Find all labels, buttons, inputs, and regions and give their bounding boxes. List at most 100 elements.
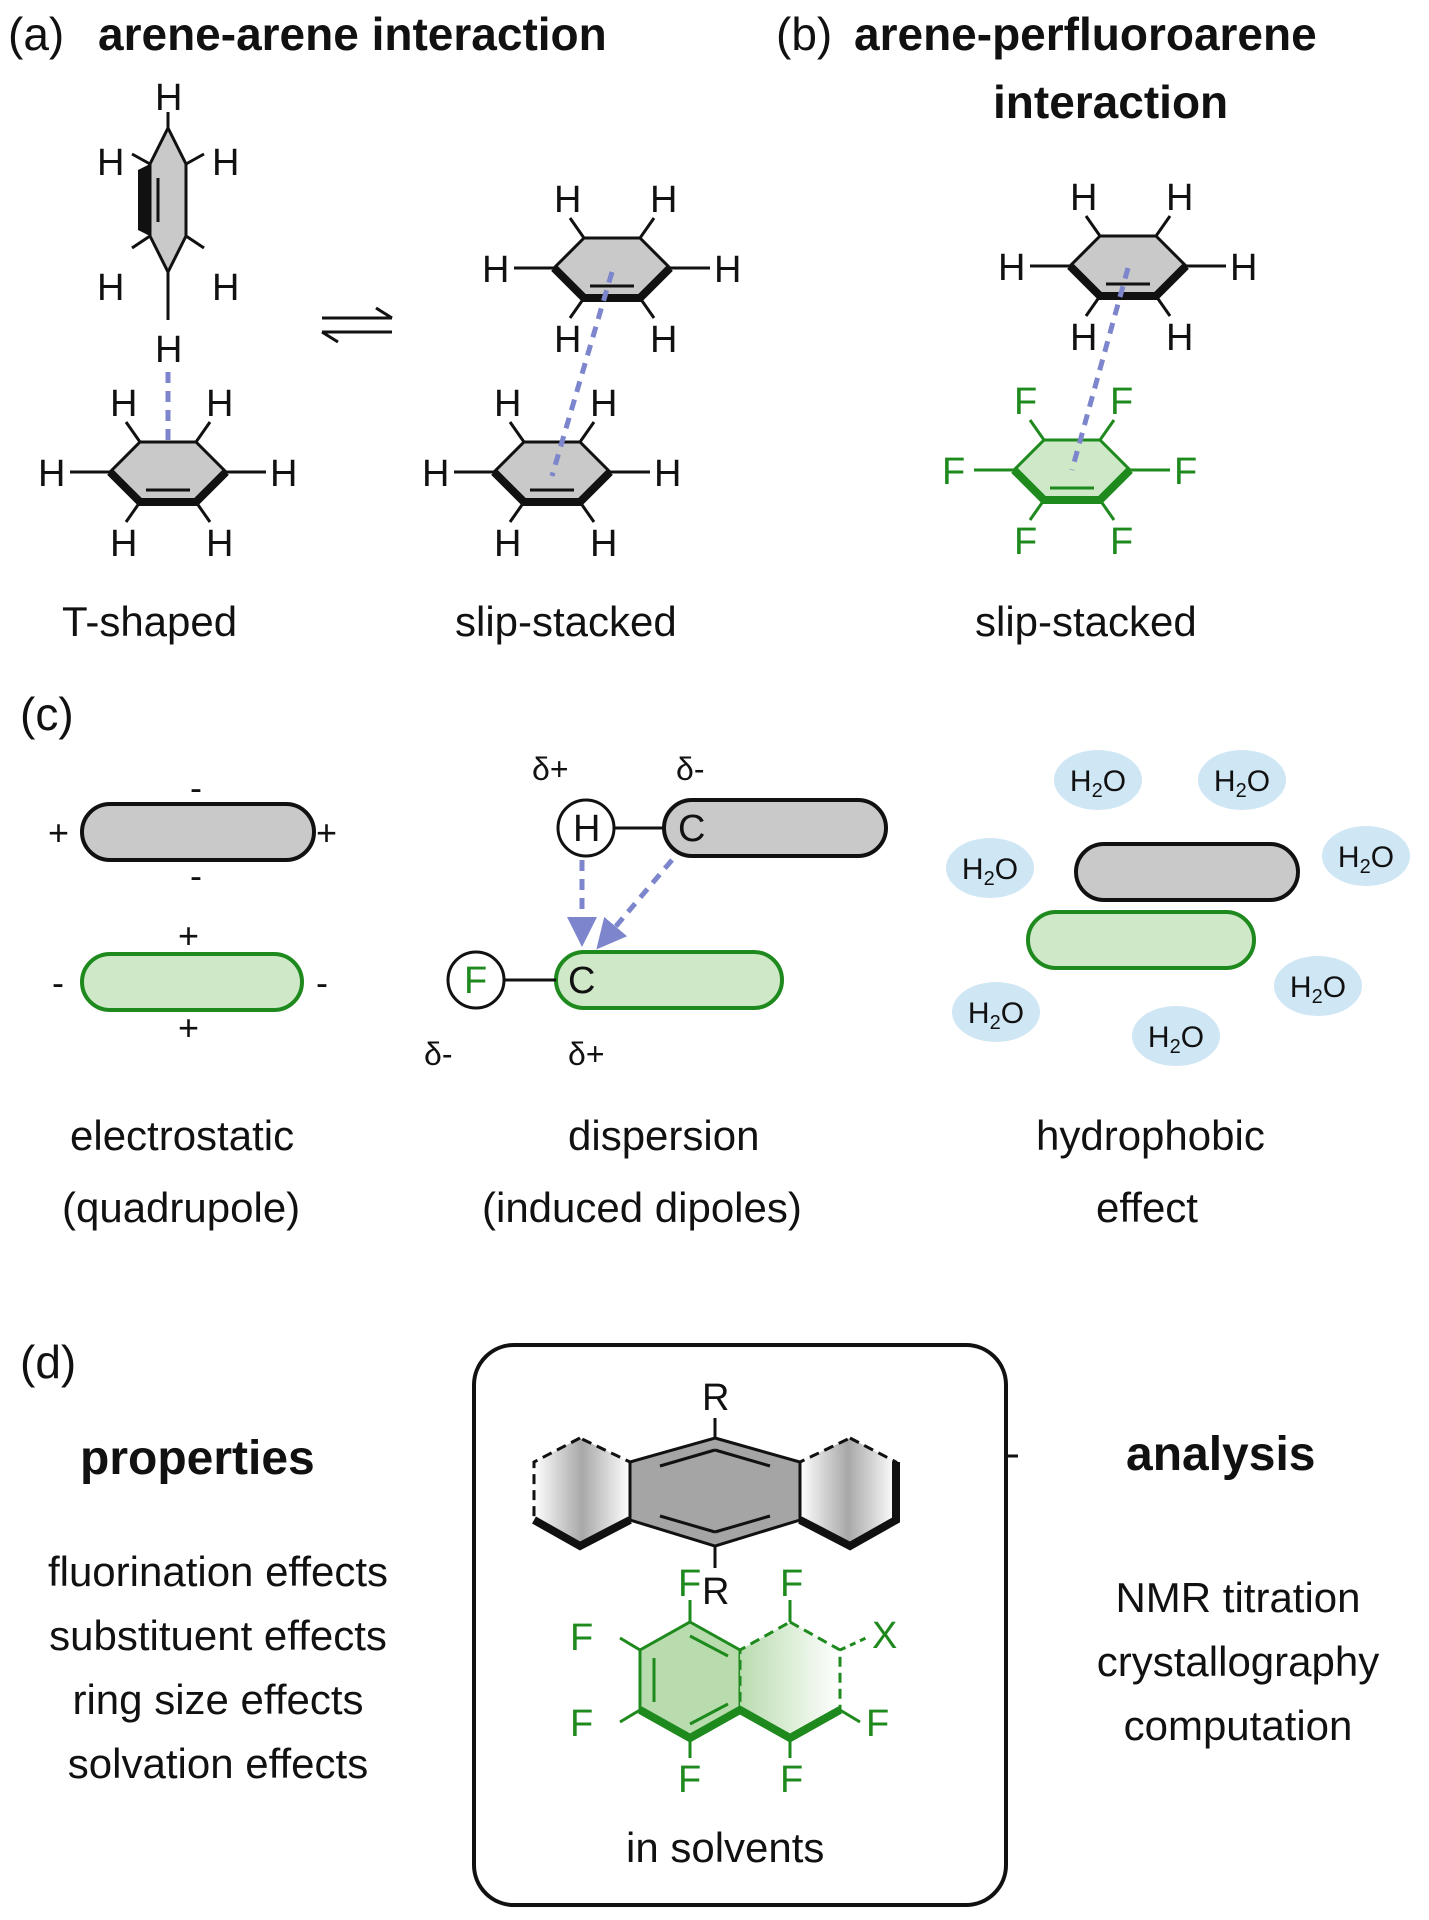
atom-f: F [780, 1759, 803, 1801]
atom-h: H [206, 523, 233, 565]
property-item: ring size effects [72, 1676, 363, 1723]
substituent-bond [1028, 419, 1046, 441]
analysis-item: crystallography [1097, 1638, 1379, 1685]
atom-f: F [1174, 451, 1197, 493]
water-molecule: H2O [1274, 956, 1362, 1016]
atom-r: R [702, 1571, 729, 1613]
bold-front-edge [1011, 467, 1133, 504]
quadrupole-diagram: + + - - - - + + [48, 767, 337, 1048]
atom-f: F [1014, 521, 1037, 563]
substituent-bond [508, 501, 526, 523]
x-bond [839, 1636, 867, 1652]
anthracene-core: R R [532, 1377, 900, 1613]
panel-c-letter: (c) [20, 688, 74, 740]
atom-r: R [702, 1377, 729, 1419]
substituent-bond [1154, 295, 1172, 317]
atom-h: H [206, 383, 233, 425]
double-bond [689, 1702, 729, 1726]
substituent-bond [1098, 419, 1116, 441]
bond [185, 152, 205, 166]
properties-title: properties [80, 1432, 315, 1485]
atom-h: H [998, 247, 1025, 289]
water-molecule: H2O [1054, 750, 1142, 810]
bond [185, 234, 205, 250]
atom-h: H [97, 267, 124, 309]
electrostatic-label-line1: electrostatic [70, 1112, 294, 1159]
atom-h: H [482, 249, 509, 291]
atom-h: H [212, 142, 239, 184]
atom-c: C [568, 960, 595, 1002]
bold-front-edge [532, 1516, 632, 1551]
atom-f: F [678, 1563, 701, 1605]
atom-h: H [650, 179, 677, 221]
charge-plus: + [178, 1007, 199, 1048]
atom-h: H [110, 383, 137, 425]
hydrophobic-label-line1: hydrophobic [1036, 1112, 1265, 1159]
water-molecule: H2O [946, 838, 1034, 898]
panel-b-title-line1: arene-perfluoroarene [854, 8, 1317, 60]
f-bond [619, 1708, 641, 1724]
atom-h: H [554, 319, 581, 361]
atom-h: H [494, 523, 521, 565]
water-label: H2O [962, 853, 1018, 890]
perfluoroarene-slab [1026, 910, 1256, 970]
atom-f: F [780, 1563, 803, 1605]
analysis-title: analysis [1126, 1428, 1315, 1481]
atom-f: F [1014, 381, 1037, 423]
atom-f: F [866, 1703, 889, 1745]
water-bubble [1132, 1006, 1220, 1066]
atom-h: H [97, 142, 124, 184]
f-bond [619, 1636, 641, 1652]
electrostatic-label-line2: (quadrupole) [62, 1184, 300, 1231]
benzene-ring [148, 124, 188, 276]
charge-minus: - [316, 962, 328, 1003]
water-molecule: H2O [1198, 750, 1286, 810]
water-bubble [1198, 750, 1286, 810]
property-item: fluorination effects [48, 1548, 388, 1595]
bold-front-edge [798, 1462, 900, 1551]
charge-minus: - [190, 855, 202, 896]
substituent-bond [1154, 215, 1172, 237]
atom-h: H [422, 453, 449, 495]
substituent-bond [194, 501, 212, 523]
water-molecule: H2O [1132, 1006, 1220, 1066]
atom-h: H [714, 249, 741, 291]
atom-f: F [464, 960, 487, 1002]
t-shaped-top-benzene: H H H H H H [97, 77, 239, 371]
bold-front-edge [491, 469, 613, 506]
atom-x: X [872, 1615, 897, 1657]
delta-minus-label: δ- [424, 1036, 452, 1072]
double-bond [714, 1448, 771, 1468]
substituent-bond [508, 421, 526, 443]
substituent-bond [124, 421, 142, 443]
atom-h: H [573, 808, 600, 850]
atom-h: H [590, 383, 617, 425]
slip-stacked-label-a: slip-stacked [455, 598, 677, 645]
atom-h: H [155, 77, 182, 119]
atom-h: H [1070, 177, 1097, 219]
panel-b-title-line2: interaction [993, 76, 1228, 128]
panel-b-letter: (b) [776, 8, 832, 60]
water-label: H2O [1148, 1021, 1204, 1058]
substituent-bond [568, 297, 586, 319]
water-molecule: H2O [952, 982, 1040, 1042]
double-bond [689, 1634, 729, 1658]
atom-h: H [38, 453, 65, 495]
analysis-item: computation [1124, 1702, 1353, 1749]
t-shaped-label: T-shaped [62, 598, 237, 645]
arene-slab [1074, 842, 1300, 902]
atom-c: C [678, 808, 705, 850]
atom-f: F [570, 1617, 593, 1659]
delta-plus-label: δ+ [532, 751, 569, 787]
dispersion-diagram: H C δ+ δ- F C δ- δ+ [424, 751, 888, 1072]
bold-front-edge [638, 1705, 842, 1743]
panel-a-title: arene-arene interaction [98, 8, 607, 60]
charge-plus: + [48, 812, 69, 853]
